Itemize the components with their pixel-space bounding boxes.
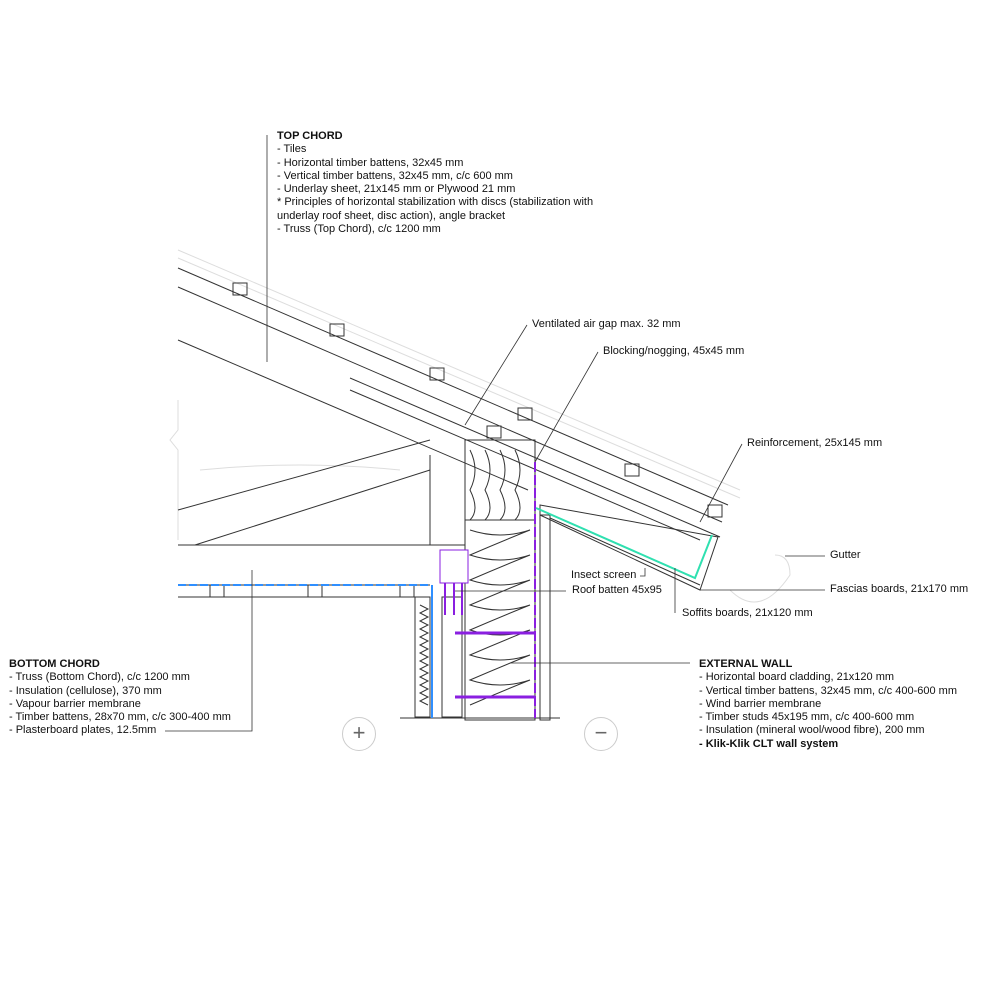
external-wall-title: EXTERNAL WALL <box>699 658 793 670</box>
legend-item: - Horizontal board cladding, 21x120 mm <box>699 671 895 684</box>
roof-batten-label: Roof batten 45x95 <box>572 584 662 596</box>
roof-structure <box>177 267 729 721</box>
legend-item: - Vapour barrier membrane <box>9 697 141 710</box>
top-chord-legend: TOP CHORD - Tiles - Horizontal timber ba… <box>277 130 593 236</box>
legend-item: - Truss (Bottom Chord), c/c 1200 mm <box>9 671 190 684</box>
legend-item: - Tiles <box>277 143 307 156</box>
top-chord-title: TOP CHORD <box>277 130 343 142</box>
fascia-label: Fascias boards, 21x170 mm <box>830 583 969 595</box>
legend-item: underlay roof sheet, disc action), angle… <box>277 209 506 222</box>
legend-item: - Vertical timber battens, 32x45 mm, c/c… <box>699 684 957 697</box>
legend-item: * Principles of horizontal stabilization… <box>277 196 594 209</box>
legend-item: - Insulation (cellulose), 370 mm <box>9 684 162 697</box>
bottom-chord-title: BOTTOM CHORD <box>9 658 100 670</box>
vapour-barrier <box>178 584 433 718</box>
legend-item: - Plasterboard plates, 12.5mm <box>9 724 157 737</box>
leader-lines <box>165 135 825 732</box>
legend-item: - Vertical timber battens, 32x45 mm, c/c… <box>277 169 513 182</box>
legend-item: - Wind barrier membrane <box>699 697 822 710</box>
insect-screen <box>535 507 713 580</box>
insulation-pattern <box>418 449 531 706</box>
legend-item: - Horizontal timber battens, 32x45 mm <box>277 156 464 169</box>
zoom-in-button[interactable]: + <box>342 717 376 751</box>
battens <box>209 282 723 598</box>
wind-barrier <box>455 462 536 718</box>
legend-item: - Insulation (mineral wool/wood fibre), … <box>699 724 925 737</box>
legend-item: - Truss (Top Chord), c/c 1200 mm <box>277 223 441 236</box>
angle-bracket <box>439 549 469 615</box>
legend-item: - Timber studs 45x195 mm, c/c 400-600 mm <box>699 711 915 724</box>
external-wall-legend: EXTERNAL WALL - Horizontal board claddin… <box>699 658 957 751</box>
legend-item: - Underlay sheet, 21x145 mm or Plywood 2… <box>277 183 516 196</box>
insect-screen-label: Insect screen <box>571 569 637 581</box>
reinforcement-label: Reinforcement, 25x145 mm <box>747 437 883 449</box>
air-gap-label: Ventilated air gap max. 32 mm <box>532 318 681 330</box>
soffit-label: Soffits boards, 21x120 mm <box>682 607 813 619</box>
bottom-chord-legend: BOTTOM CHORD - Truss (Bottom Chord), c/c… <box>9 658 231 738</box>
legend-item: - Timber battens, 28x70 mm, c/c 300-400 … <box>9 711 231 724</box>
zoom-out-button[interactable]: − <box>584 717 618 751</box>
blocking-label: Blocking/nogging, 45x45 mm <box>603 345 745 357</box>
gutter-label: Gutter <box>830 549 861 561</box>
legend-item-highlight: - Klik-Klik CLT wall system <box>699 737 839 750</box>
tile-outlines <box>169 249 791 603</box>
